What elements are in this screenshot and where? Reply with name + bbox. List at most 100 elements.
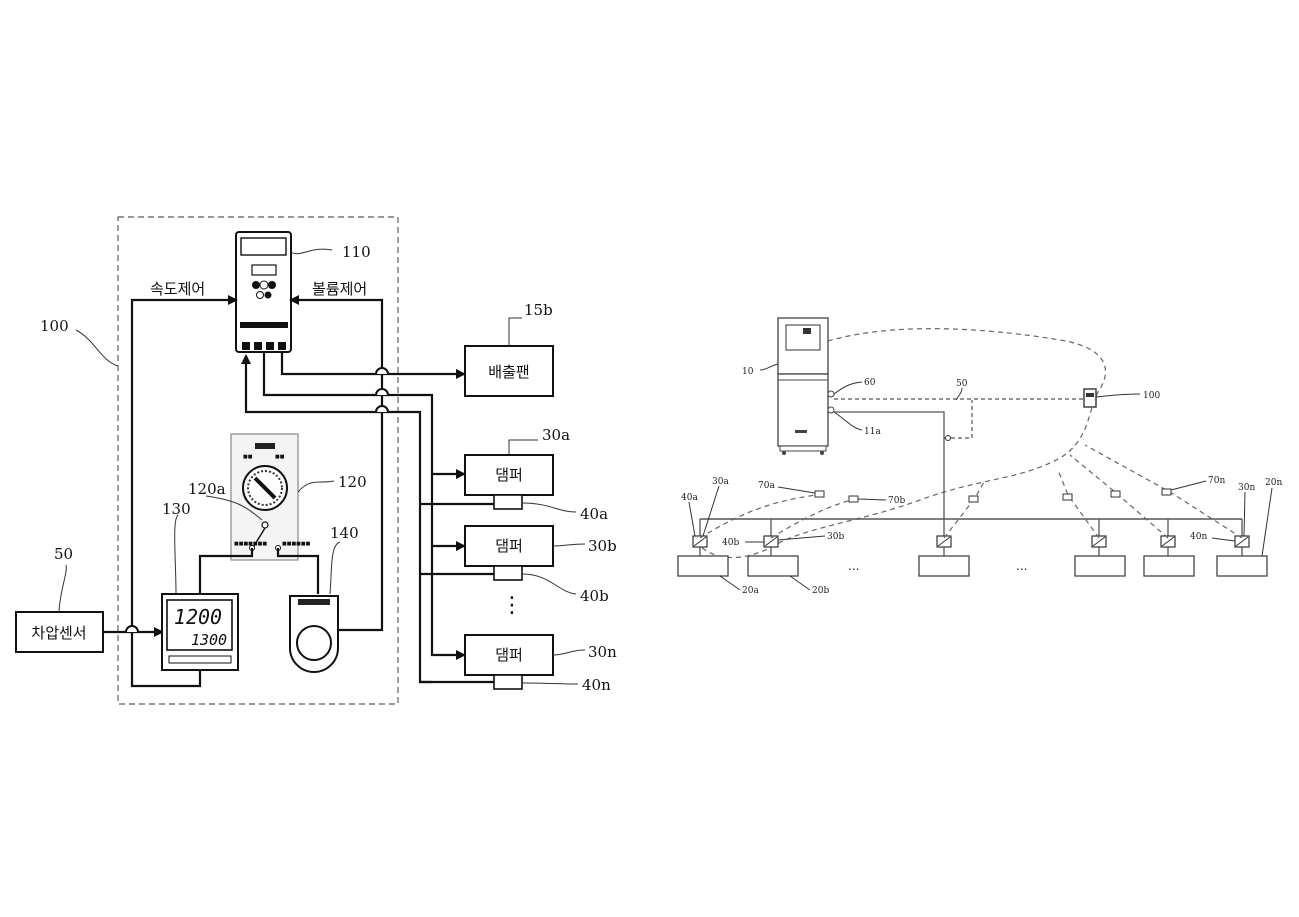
main-duct [834,411,945,540]
actuator-40n [493,674,523,690]
leader-30n-right [1243,491,1246,537]
leader-40b [521,573,577,595]
ellipsis-right-2: ... [1016,559,1027,573]
control-unit-enclosure [117,216,399,705]
130-return-wire [130,632,202,688]
link-c [943,479,986,539]
leader-40n [521,682,579,685]
ref-40a-label: 40a [580,505,608,523]
leader-50 [58,564,67,613]
ref-110-label: 110 [342,243,371,261]
actuator-40a [493,494,523,510]
ref-15b-label: 15b [524,301,553,319]
ref-120a-label: 120a [188,480,226,498]
leader-30a [508,439,538,455]
ref-100-label: 100 [40,317,69,335]
leader-70b-right [857,498,887,501]
leader-30a-right [702,485,720,537]
wireless-70a [814,490,825,498]
ref-40b-right: 40b [722,538,739,548]
selector-switch-120: ■■ ■■ ■■■■■■■ ■■■■■■ [230,433,311,561]
svg-text:■■■■■■■: ■■■■■■■ [234,541,267,547]
branch-c [918,535,970,577]
leader-140 [329,541,341,595]
wire-hop-1 [375,367,389,375]
damper-b-label: 댐퍼 [495,537,523,555]
wire-hop-3 [375,405,389,413]
leader-40n-right [1211,537,1236,542]
controller-100-device [1083,388,1097,408]
leader-40a [521,502,577,513]
ref-20b-right: 20b [812,586,829,596]
ellipsis-right-1: ... [848,559,859,573]
ref-40a-right: 40a [681,493,698,503]
pressure-sensor-box [15,611,104,653]
controller-100-screen [1086,393,1094,397]
leader-50-right [955,387,963,401]
leader-10 [759,363,779,371]
ref-50-right-label: 50 [956,379,968,389]
damper-a-label: 댐퍼 [495,466,523,484]
sensor-50-node [945,435,951,441]
inverter-110 [235,231,292,353]
differential-controller-130: 1200 1300 [161,593,239,671]
link-d [1057,469,1100,539]
inverter-to-fan-wire [280,352,466,379]
speed-control-wire [103,295,238,634]
link-e [1069,454,1169,539]
svg-text:■■: ■■ [275,454,285,460]
wireless-d [1062,493,1073,501]
ref-70a-right: 70a [758,481,775,491]
volume-control-wire [289,295,384,632]
system-layout-diagram: 10 60 11a 100 50 [677,317,1282,596]
branch-n [1216,519,1268,577]
leader-40a-right [688,501,696,537]
branch-e [1143,519,1195,577]
leader-11a [833,411,863,431]
ref-100-right-label: 100 [1143,391,1160,401]
wire-hop-2 [375,388,389,396]
ref-30n-label: 30n [588,643,617,661]
leader-100 [75,329,119,367]
damper-ellipsis: ⋮ [501,593,523,618]
ref-30b-label: 30b [588,537,617,555]
display-bottom-value: 1300 [191,631,227,649]
leader-70n-right [1170,480,1207,491]
ref-70n-right: 70n [1208,476,1225,486]
wireless-coverage-outline [699,328,1107,559]
exhaust-fan-label: 배출팬 [488,363,529,381]
link-70b [770,498,856,539]
svg-text:■■■■■■: ■■■■■■ [282,541,311,547]
ref-50-label: 50 [54,545,73,563]
leader-120a [205,495,263,521]
ref-11a-label: 11a [864,427,881,437]
wireless-c [968,495,979,503]
ref-120-label: 120 [338,473,367,491]
leader-20n-right [1261,487,1273,557]
control-block-diagram: 100 110 속도제어 볼륨제어 [15,216,617,705]
leader-120 [297,480,335,493]
ref-40n-label: 40n [582,676,611,694]
ref-30a-label: 30a [542,426,570,444]
leader-130 [174,514,179,595]
ref-70b-right: 70b [888,496,905,506]
dust-collector-10 [777,317,835,455]
volume-control-label: 볼륨제어 [312,280,367,298]
ref-30b-right: 30b [827,532,844,542]
leader-30n [552,649,586,656]
leader-30b [552,543,586,547]
leader-110 [290,248,333,255]
link-70a [699,493,823,539]
branch-b [747,519,799,577]
exhaust-fan-box [464,345,554,397]
ref-60-label: 60 [864,378,876,388]
wireless-70b [848,495,859,503]
leader-30b-right [777,535,826,541]
display-top-value: 1200 [174,605,222,629]
leader-70a-right [777,486,816,494]
damper-n-label: 댐퍼 [495,646,523,664]
leader-15b [508,317,522,346]
inverter-to-dampers-wire [262,352,466,660]
damper-b-box [464,525,554,567]
